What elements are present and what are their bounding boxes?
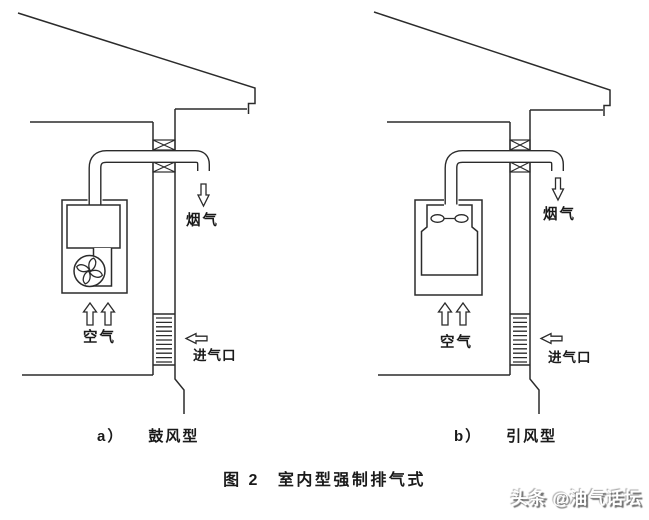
diagram-b [373, 11, 611, 414]
air-label-b: 空气 [440, 335, 473, 351]
unit-casing [61, 199, 128, 294]
appliance-unit-induced [414, 199, 483, 296]
pinwheel-fan-icon [75, 257, 104, 285]
flue-gas-label-b: 烟气 [543, 207, 576, 223]
heat-exchanger-box [66, 204, 121, 249]
wall-outer-face [174, 109, 185, 414]
flue-pipe [444, 150, 564, 205]
subcaption-b-index: b） [454, 428, 483, 445]
air-arrow-icon [455, 301, 471, 326]
wall-hatch-icon [152, 139, 176, 173]
subcaption-a-index: a） [97, 428, 125, 445]
watermark: 头条 @油气话坛 [510, 489, 642, 508]
axial-fan-icon [430, 214, 469, 223]
diagram-a [17, 12, 256, 414]
figure-caption-number: 图 2 [223, 472, 260, 489]
subcaption-a: a） 鼓风型 [97, 425, 199, 446]
combustion-chamber [420, 204, 479, 276]
figure-caption: 图 2 室内型强制排气式 [0, 466, 649, 490]
flue-gas-arrow-icon [196, 183, 211, 208]
air-arrow-icon [82, 301, 98, 326]
figure-caption-title: 室内型强制排气式 [277, 472, 426, 489]
air-arrow-icon [100, 301, 116, 326]
roof-line [373, 11, 611, 116]
air-inlet-label-a: 进气口 [193, 348, 237, 363]
air-arrow-icon [437, 301, 453, 326]
roof-line [17, 12, 256, 114]
air-inlet-louver [510, 313, 530, 366]
unit-casing [414, 199, 483, 296]
appliance-unit-blower [61, 199, 128, 294]
subcaption-b: b） 引风型 [454, 425, 557, 446]
air-inlet-arrow-icon [539, 332, 563, 345]
flue-gas-arrow-icon [551, 177, 565, 202]
wall-outer-face [529, 110, 540, 414]
flue-gas-label-a: 烟气 [186, 213, 219, 229]
subcaption-a-name: 鼓风型 [148, 428, 200, 445]
air-inlet-label-b: 进气口 [548, 350, 592, 365]
air-label-a: 空气 [83, 330, 116, 346]
air-inlet-arrow-icon [184, 332, 208, 345]
subcaption-b-name: 引风型 [506, 428, 558, 445]
air-inlet-louver [153, 313, 175, 366]
flue-pipe [88, 150, 210, 205]
